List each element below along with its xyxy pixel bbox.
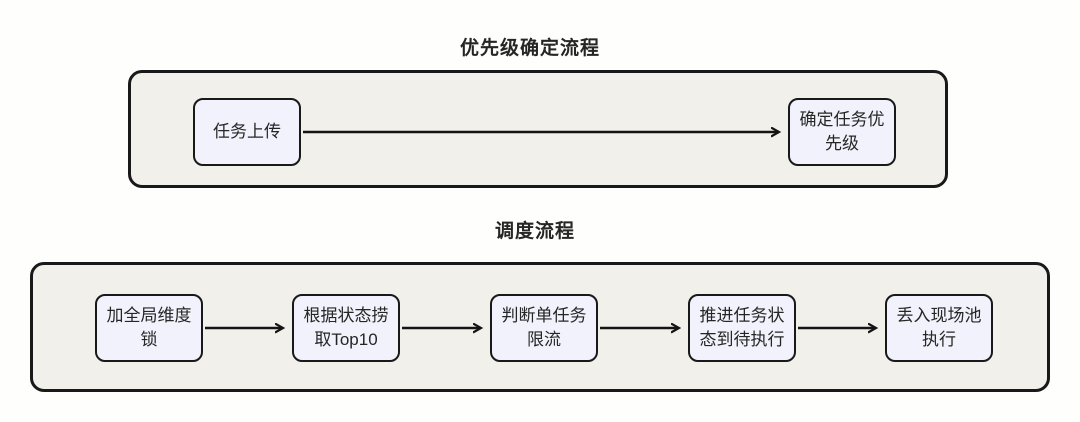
node-advance-status-to-pending: 推进任务状态到待执行 bbox=[688, 294, 796, 362]
node-throw-into-scene-pool: 丢入现场池执行 bbox=[885, 294, 993, 362]
node-determine-task-priority: 确定任务优先级 bbox=[788, 98, 896, 166]
flow1-title: 优先级确定流程 bbox=[459, 38, 601, 59]
flow2-title: 调度流程 bbox=[494, 221, 576, 242]
node-fetch-top10-by-status: 根据状态捞取Top10 bbox=[292, 294, 400, 362]
node-global-dimension-lock: 加全局维度锁 bbox=[95, 294, 203, 362]
node-task-upload: 任务上传 bbox=[193, 98, 301, 166]
flow1-container: 任务上传 确定任务优先级 bbox=[128, 70, 948, 188]
node-single-task-rate-limit: 判断单任务限流 bbox=[490, 294, 598, 362]
flow2-container: 加全局维度锁 根据状态捞取Top10 判断单任务限流 推进任务状态到待执行 丢入… bbox=[30, 262, 1050, 392]
